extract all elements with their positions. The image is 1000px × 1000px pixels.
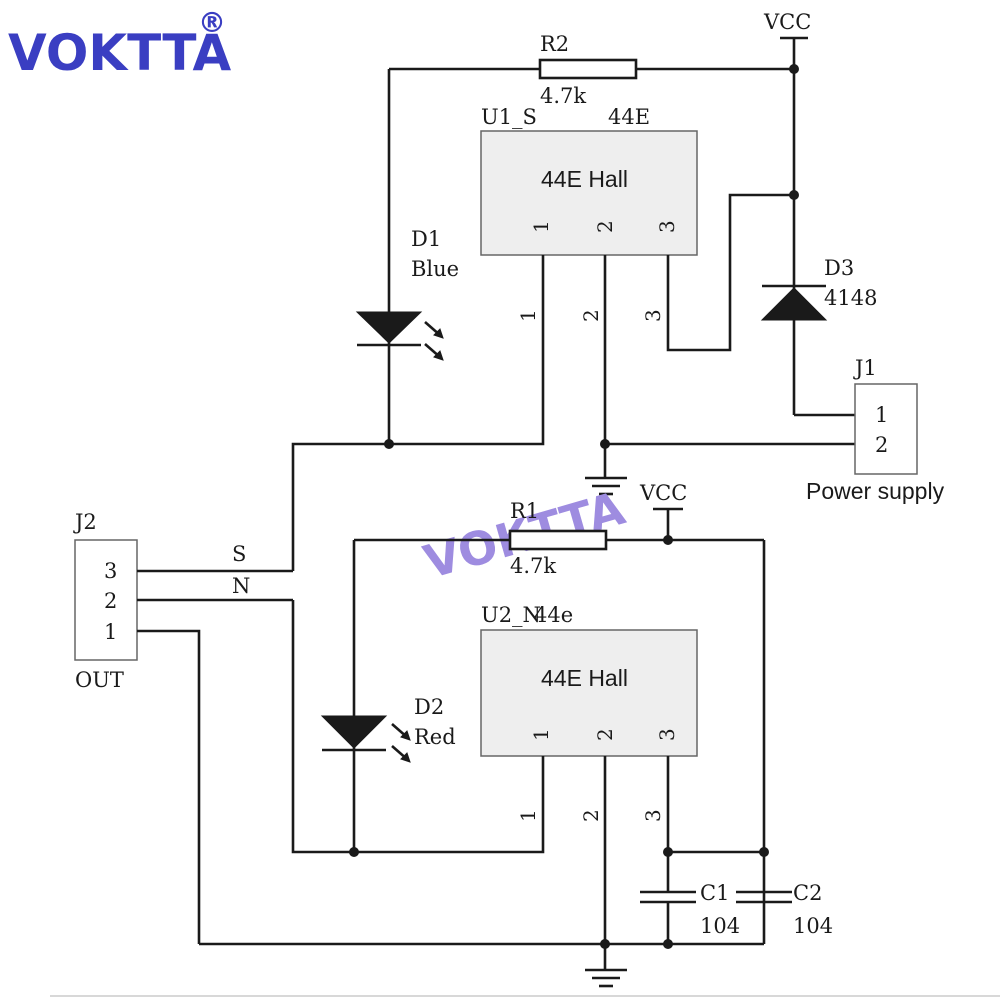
u1-wire-pin-2: 2 bbox=[579, 309, 603, 322]
u1-ref: U1_S bbox=[481, 105, 537, 129]
ground-symbol-top bbox=[585, 476, 627, 496]
j2-caption: OUT bbox=[75, 668, 124, 692]
r1-resistor bbox=[508, 529, 608, 551]
u2-pin1-wire bbox=[291, 600, 545, 854]
r2-ref: R2 bbox=[540, 32, 569, 56]
d2-diode bbox=[320, 715, 388, 749]
brand-logo: VOKTTA ® bbox=[8, 6, 232, 82]
junction-gnd-u2 bbox=[600, 939, 610, 949]
junction-gnd-c1 bbox=[663, 939, 673, 949]
u1-pin-1: 1 bbox=[529, 220, 553, 233]
c1-capacitor bbox=[640, 890, 696, 944]
u1-part: 44E bbox=[608, 105, 650, 129]
d3-part: 4148 bbox=[824, 286, 877, 310]
d1-light-arrows bbox=[424, 321, 444, 361]
u1-pin-2: 2 bbox=[593, 220, 617, 233]
u2-hall-sensor bbox=[480, 629, 698, 757]
net-label-n: N bbox=[232, 574, 250, 598]
d2-ref: D2 bbox=[414, 695, 444, 719]
j2-pin-3: 3 bbox=[104, 559, 117, 583]
u2-ref: U2_N bbox=[481, 603, 541, 627]
d2-color-label: Red bbox=[414, 725, 456, 749]
junction-r1-vcc bbox=[663, 535, 673, 545]
junction-r2-vcc bbox=[789, 64, 799, 74]
r2-resistor bbox=[538, 58, 638, 80]
bottom-circuit: VCC R1 4.7k D2 Red U2_N 44e 44E Hall 1 2… bbox=[199, 481, 833, 988]
registered-mark: ® bbox=[198, 6, 226, 39]
u2-part: 44e bbox=[534, 603, 573, 627]
vcc-top-label: VCC bbox=[763, 10, 811, 34]
d1-ref: D1 bbox=[411, 227, 441, 251]
d1-diode bbox=[355, 311, 423, 344]
junction-d2 bbox=[349, 847, 359, 857]
u1-hall-sensor bbox=[480, 130, 698, 256]
j2-body bbox=[74, 539, 138, 661]
junction-c2-top bbox=[759, 847, 769, 857]
u1-pin3-wire bbox=[666, 193, 794, 352]
j1-caption: Power supply bbox=[806, 478, 945, 504]
u2-pin-2: 2 bbox=[593, 728, 617, 741]
d1-color-label: Blue bbox=[411, 257, 459, 281]
d3-diode bbox=[760, 287, 828, 321]
j2-pin-2: 2 bbox=[104, 589, 117, 613]
c2-ref: C2 bbox=[793, 881, 822, 905]
u1-label: 44E Hall bbox=[541, 166, 628, 192]
u1-pin1-wire bbox=[291, 255, 545, 571]
junction-u1-vcc bbox=[789, 190, 799, 200]
u2-label: 44E Hall bbox=[541, 665, 628, 691]
c2-capacitor bbox=[736, 890, 792, 904]
j1-ref: J1 bbox=[853, 356, 877, 380]
vcc-bottom-label: VCC bbox=[639, 481, 687, 505]
junction-c1-top bbox=[663, 847, 673, 857]
d3-ref: D3 bbox=[824, 256, 854, 280]
j2-output-connector: J2 3 2 1 OUT S N bbox=[73, 510, 293, 944]
u2-wire-pin-3: 3 bbox=[641, 809, 665, 822]
u2-wire-pin-1: 1 bbox=[516, 809, 540, 822]
d2-light-arrows bbox=[391, 723, 411, 763]
u1-wire-pin-1: 1 bbox=[516, 309, 540, 322]
u1-wire-pin-3: 3 bbox=[641, 309, 665, 322]
u2-pin-3: 3 bbox=[655, 728, 679, 741]
u1-pin-3: 3 bbox=[655, 220, 679, 233]
c1-value: 104 bbox=[700, 914, 740, 938]
j2-ref: J2 bbox=[73, 510, 97, 534]
j2-pin-1: 1 bbox=[104, 620, 117, 644]
brand-logo-text: VOKTTA bbox=[8, 24, 232, 82]
j1-pin-1: 1 bbox=[875, 403, 888, 427]
junction-d1 bbox=[384, 439, 394, 449]
u2-wire-pin-2: 2 bbox=[579, 809, 603, 822]
ground-symbol-bottom bbox=[585, 968, 627, 988]
net-label-s: S bbox=[232, 542, 246, 566]
u2-pin-1: 1 bbox=[529, 728, 553, 741]
r1-ref: R1 bbox=[510, 499, 539, 523]
r1-value: 4.7k bbox=[510, 554, 556, 578]
j1-pin-2: 2 bbox=[875, 433, 888, 457]
j1-connector bbox=[854, 383, 918, 475]
r2-value: 4.7k bbox=[540, 84, 586, 108]
c2-value: 104 bbox=[793, 914, 833, 938]
j2-gnd-wire bbox=[137, 629, 201, 944]
c1-ref: C1 bbox=[700, 881, 729, 905]
top-circuit: VCC R2 4.7k D1 Blue U1_S 44E 44E Hall 1 … bbox=[291, 10, 945, 571]
